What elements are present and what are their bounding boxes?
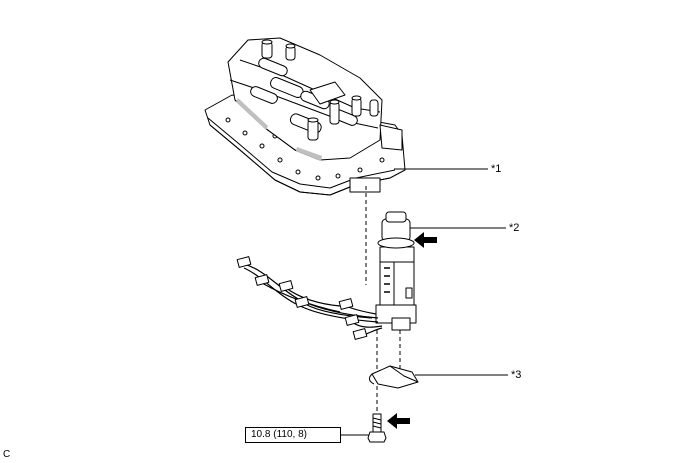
- bolt: [367, 413, 387, 443]
- callout-2-label: *2: [509, 222, 520, 234]
- valve-body-assembly: [204, 37, 406, 196]
- callout-1-label: *1: [491, 163, 502, 175]
- arrow-left-icon: [387, 413, 410, 429]
- lock-plate: [368, 365, 419, 389]
- harness-connectors: [236, 256, 368, 340]
- callout-3-label: *3: [511, 369, 522, 381]
- shift-solenoid: [375, 211, 417, 331]
- figure-code: C: [3, 449, 11, 460]
- arrow-left-icon: [414, 232, 437, 248]
- torque-spec-box: 10.8 (110, 8): [245, 427, 341, 443]
